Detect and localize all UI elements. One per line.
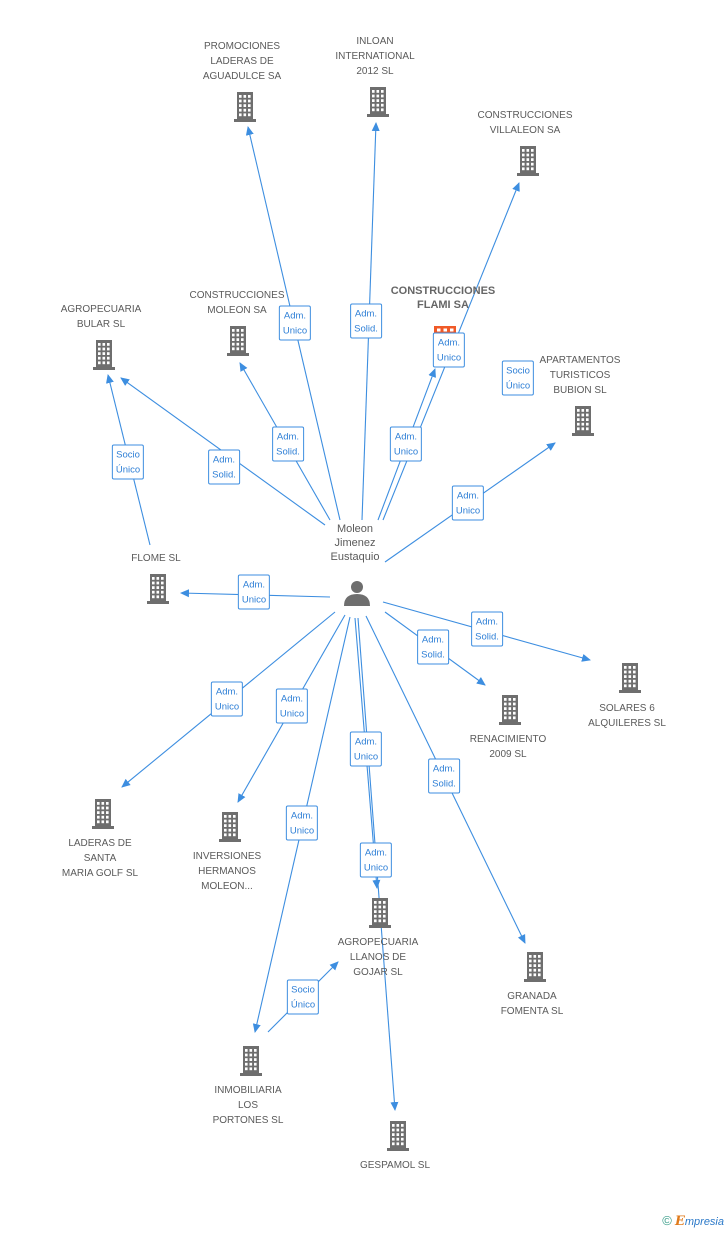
building-icon-solares[interactable] <box>619 663 641 693</box>
company-label-bubion[interactable]: APARTAMENTOS TURISTICOS BUBION SL <box>539 355 621 396</box>
building-icon-flome[interactable] <box>147 574 169 604</box>
edge-label-center-promociones[interactable]: Adm. Unico <box>278 305 312 341</box>
copyright-symbol: © <box>662 1213 672 1228</box>
edge-label-center-renacimiento[interactable]: Adm. Solid. <box>417 629 449 665</box>
company-label-gespamol[interactable]: GESPAMOL SL <box>359 1160 431 1171</box>
edge-label-center-bubion[interactable]: Adm. Unico <box>451 485 485 521</box>
building-icon-gespamol[interactable] <box>387 1121 409 1151</box>
edge-label-center-llanos[interactable]: Adm. Unico <box>349 731 383 767</box>
edge-label-center-portones[interactable]: Adm. Unico <box>285 805 319 841</box>
building-icon-bular[interactable] <box>93 340 115 370</box>
edge-label-center-solares[interactable]: Adm. Solid. <box>471 611 503 647</box>
empresia-logo: © Empresia <box>662 1213 724 1229</box>
building-icon-portones[interactable] <box>240 1046 262 1076</box>
edge-label-center-flami[interactable]: Adm. Unico <box>389 426 423 462</box>
company-label-villaleon[interactable]: CONSTRUCCIONES VILLALEON SA <box>477 110 573 136</box>
edge-label-flome-bular[interactable]: Socio Único <box>111 444 145 480</box>
edge-label-flami-bubion[interactable]: Socio Único <box>501 360 535 396</box>
building-icon-bubion[interactable] <box>572 406 594 436</box>
edge-label-center-inversiones[interactable]: Adm. Unico <box>275 688 309 724</box>
building-icon-promociones[interactable] <box>234 92 256 122</box>
company-label-solares[interactable]: SOLARES 6 ALQUILERES SL <box>588 703 666 729</box>
company-label-portones[interactable]: INMOBILIARIA LOS PORTONES SL <box>212 1085 284 1126</box>
building-icon-inloan[interactable] <box>367 87 389 117</box>
building-icon-laderas[interactable] <box>92 799 114 829</box>
building-icon-inversiones[interactable] <box>219 812 241 842</box>
building-icon-granada[interactable] <box>524 952 546 982</box>
company-label-flami[interactable]: CONSTRUCCIONES FLAMI SA <box>390 285 496 311</box>
brand-initial: E <box>674 1214 685 1229</box>
company-label-renacimiento[interactable]: RENACIMIENTO 2009 SL <box>469 734 547 760</box>
edge-label-center-flome[interactable]: Adm. Unico <box>237 574 271 610</box>
company-label-promociones[interactable]: PROMOCIONES LADERAS DE AGUADULCE SA <box>202 41 282 82</box>
company-label-llanos[interactable]: AGROPECUARIA LLANOS DE GOJAR SL <box>337 937 419 978</box>
company-label-inloan[interactable]: INLOAN INTERNATIONAL 2012 SL <box>335 36 415 77</box>
company-label-flome[interactable]: FLOME SL <box>131 553 181 564</box>
building-icon-llanos[interactable] <box>369 898 391 928</box>
company-label-inversiones[interactable]: INVERSIONES HERMANOS MOLEON... <box>192 851 262 892</box>
building-icon-villaleon[interactable] <box>517 146 539 176</box>
edge-label-portones-llanos[interactable]: Socio Único <box>286 979 320 1015</box>
edge-label-center-villaleon[interactable]: Adm. Unico <box>432 332 466 368</box>
edge-label-center-moleon[interactable]: Adm. Solid. <box>272 426 304 462</box>
edge-label-center-bular[interactable]: Adm. Solid. <box>208 449 240 485</box>
person-name[interactable]: Moleon Jimenez Eustaquio <box>330 523 380 563</box>
building-icon-renacimiento[interactable] <box>499 695 521 725</box>
company-label-granada[interactable]: GRANADA FOMENTA SL <box>500 991 564 1017</box>
company-label-laderas[interactable]: LADERAS DE SANTA MARIA GOLF SL <box>61 838 139 879</box>
edge-label-center-gespamol[interactable]: Adm. Unico <box>359 842 393 878</box>
brand-name: mpresia <box>684 1216 724 1228</box>
company-label-bular[interactable]: AGROPECUARIA BULAR SL <box>60 304 142 330</box>
edge-label-center-laderas[interactable]: Adm. Unico <box>210 681 244 717</box>
edge-label-center-granada[interactable]: Adm. Solid. <box>428 758 460 794</box>
person-icon[interactable] <box>344 581 370 606</box>
building-icon-moleon[interactable] <box>227 326 249 356</box>
edge-label-center-inloan[interactable]: Adm. Solid. <box>350 303 382 339</box>
company-label-moleon[interactable]: CONSTRUCCIONES MOLEON SA <box>189 290 285 316</box>
